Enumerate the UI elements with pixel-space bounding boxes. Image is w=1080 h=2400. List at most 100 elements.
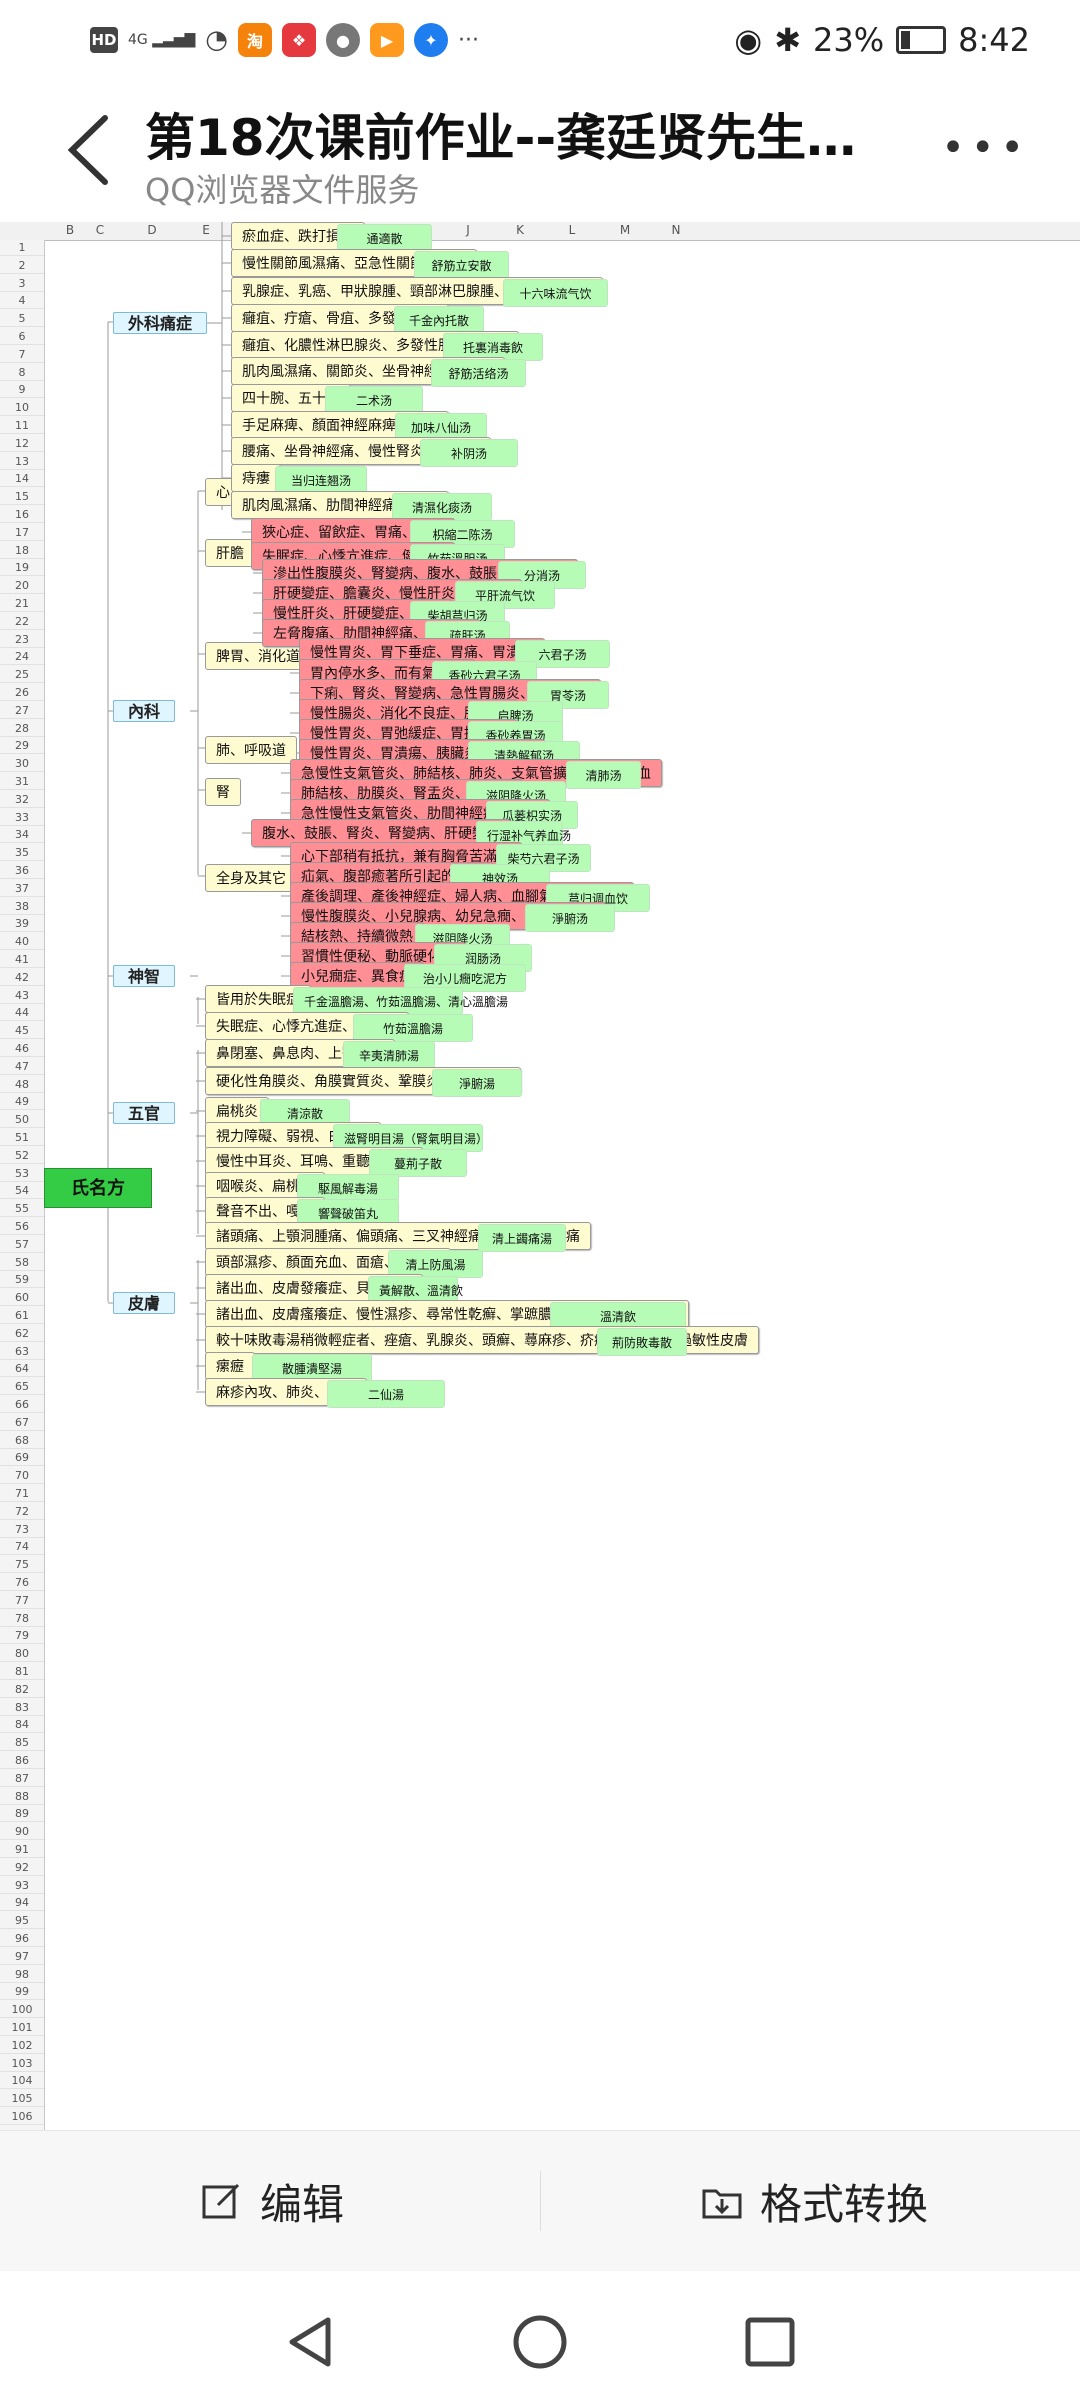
row-header-cell[interactable]: 73 xyxy=(0,1522,44,1538)
row-header-cell[interactable]: 96 xyxy=(0,1931,44,1947)
row-header-cell[interactable]: 99 xyxy=(0,1984,44,2001)
column-header-cell[interactable]: D xyxy=(147,223,157,237)
row-header-cell[interactable]: 72 xyxy=(0,1504,44,1520)
row-header-cell[interactable]: 91 xyxy=(0,1842,44,1858)
row-header-cell[interactable]: 74 xyxy=(0,1539,44,1556)
row-header-cell[interactable]: 69 xyxy=(0,1450,44,1467)
row-header-cell[interactable]: 80 xyxy=(0,1646,44,1663)
row-header-cell[interactable]: 30 xyxy=(0,756,44,773)
row-header-cell[interactable]: 48 xyxy=(0,1077,44,1093)
row-header-cell[interactable]: 51 xyxy=(0,1130,44,1146)
row-header-cell[interactable]: 101 xyxy=(0,2020,44,2036)
row-header-cell[interactable]: 98 xyxy=(0,1967,44,1983)
row-header-cell[interactable]: 85 xyxy=(0,1735,44,1752)
formula-node[interactable]: 二仙湯 xyxy=(327,1380,445,1408)
row-header-cell[interactable]: 78 xyxy=(0,1611,44,1627)
row-header-cell[interactable]: 24 xyxy=(0,649,44,666)
formula-node[interactable]: 蔓荊子散 xyxy=(369,1149,467,1177)
formula-node[interactable]: 舒筋立安散 xyxy=(414,251,509,279)
row-header-cell[interactable]: 82 xyxy=(0,1682,44,1698)
formula-node[interactable]: 千金內托散 xyxy=(394,306,484,334)
row-header-cell[interactable]: 89 xyxy=(0,1806,44,1823)
row-header-cell[interactable]: 11 xyxy=(0,418,44,434)
column-header-cell[interactable]: N xyxy=(671,223,681,237)
row-header-cell[interactable]: 67 xyxy=(0,1415,44,1431)
sub-liver[interactable]: 肝膽 xyxy=(205,539,255,567)
row-header-cell[interactable]: 32 xyxy=(0,792,44,808)
row-header-cell[interactable]: 55 xyxy=(0,1201,44,1218)
formula-node[interactable]: 辛夷清肺湯 xyxy=(343,1041,435,1069)
formula-node[interactable]: 治小儿癇吃泥方 xyxy=(404,964,526,992)
convert-button[interactable]: 格式转换 xyxy=(700,2161,928,2241)
formula-node[interactable]: 通適散 xyxy=(337,224,432,252)
row-header-cell[interactable]: 52 xyxy=(0,1148,44,1164)
row-header-cell[interactable]: 6 xyxy=(0,329,44,345)
row-header-cell[interactable]: 95 xyxy=(0,1913,44,1930)
row-header-cell[interactable]: 23 xyxy=(0,632,44,648)
category-internal[interactable]: 內科 xyxy=(113,700,176,722)
row-header-cell[interactable]: 100 xyxy=(0,2002,44,2019)
formula-node[interactable]: 清上蠲痛湯 xyxy=(478,1224,566,1252)
row-header-cell[interactable]: 19 xyxy=(0,560,44,577)
row-header-cell[interactable]: 56 xyxy=(0,1219,44,1235)
row-header-cell[interactable]: 94 xyxy=(0,1895,44,1912)
nav-home-icon[interactable] xyxy=(510,2312,570,2372)
row-header-cell[interactable]: 47 xyxy=(0,1059,44,1075)
row-header-cell[interactable]: 86 xyxy=(0,1753,44,1769)
row-header-cell[interactable]: 90 xyxy=(0,1824,44,1841)
row-header-cell[interactable]: 10 xyxy=(0,400,44,417)
formula-node[interactable]: 清濕化痰汤 xyxy=(392,493,492,521)
formula-node[interactable]: 胃苓汤 xyxy=(527,681,609,709)
row-header-cell[interactable]: 4 xyxy=(0,293,44,310)
row-header-cell[interactable]: 71 xyxy=(0,1486,44,1502)
row-header-cell[interactable]: 75 xyxy=(0,1557,44,1574)
row-header-cell[interactable]: 35 xyxy=(0,845,44,862)
formula-node[interactable]: 千金溫膽湯、竹茹溫膽湯、清心溫膽湯 xyxy=(293,987,508,1015)
formula-node[interactable]: 枳縮二陈汤 xyxy=(410,520,515,548)
column-header-cell[interactable]: C xyxy=(95,223,105,237)
row-header-cell[interactable]: 18 xyxy=(0,543,44,559)
back-arrow-icon[interactable] xyxy=(60,110,120,190)
row-header-cell[interactable]: 37 xyxy=(0,881,44,897)
formula-node[interactable]: 加味八仙汤 xyxy=(395,413,487,441)
row-header-cell[interactable]: 77 xyxy=(0,1593,44,1609)
row-header-cell[interactable]: 40 xyxy=(0,934,44,951)
sub-kidney[interactable]: 腎 xyxy=(205,778,241,806)
formula-node[interactable]: 黃解散、溫清飲 xyxy=(368,1276,463,1304)
category-mind[interactable]: 神智 xyxy=(113,965,176,987)
row-header-cell[interactable]: 54 xyxy=(0,1183,44,1200)
row-header-cell[interactable]: 2 xyxy=(0,258,44,274)
row-header-cell[interactable]: 106 xyxy=(0,2109,44,2125)
symptom-node[interactable]: 瘰癧 xyxy=(205,1352,255,1380)
row-header-cell[interactable]: 83 xyxy=(0,1700,44,1716)
row-header-cell[interactable]: 12 xyxy=(0,436,44,452)
more-menu-icon[interactable]: ••• xyxy=(941,125,1030,171)
row-header-cell[interactable]: 97 xyxy=(0,1949,44,1965)
row-header-cell[interactable]: 9 xyxy=(0,382,44,399)
row-header-cell[interactable]: 22 xyxy=(0,614,44,630)
column-header-cell[interactable]: B xyxy=(65,223,75,237)
row-header-cell[interactable]: 29 xyxy=(0,738,44,755)
row-header-cell[interactable]: 33 xyxy=(0,810,44,826)
row-header-cell[interactable]: 79 xyxy=(0,1628,44,1645)
row-header-cell[interactable]: 81 xyxy=(0,1664,44,1680)
column-header-cell[interactable]: M xyxy=(619,223,631,237)
column-header-cell[interactable]: J xyxy=(466,223,470,237)
row-header-cell[interactable]: 59 xyxy=(0,1272,44,1289)
row-header-cell[interactable]: 5 xyxy=(0,311,44,328)
row-header-cell[interactable]: 58 xyxy=(0,1255,44,1271)
row-header-cell[interactable]: 61 xyxy=(0,1308,44,1324)
row-header-cell[interactable]: 92 xyxy=(0,1860,44,1876)
row-header-cell[interactable]: 76 xyxy=(0,1575,44,1591)
category-facial[interactable]: 五官 xyxy=(113,1102,176,1124)
formula-node[interactable]: 淨腑湯 xyxy=(432,1069,522,1097)
row-header-cell[interactable]: 15 xyxy=(0,489,44,506)
row-header-cell[interactable]: 41 xyxy=(0,952,44,968)
row-header-cell[interactable]: 44 xyxy=(0,1005,44,1022)
row-header-cell[interactable]: 105 xyxy=(0,2091,44,2108)
category-skin[interactable]: 皮膚 xyxy=(113,1292,176,1314)
row-header-cell[interactable]: 27 xyxy=(0,703,44,719)
column-header-cell[interactable]: E xyxy=(202,223,210,237)
row-header-cell[interactable]: 102 xyxy=(0,2038,44,2054)
spreadsheet-view[interactable]: BCDEFGHIJKLMN 12345678910111213141516171… xyxy=(0,222,1080,2130)
